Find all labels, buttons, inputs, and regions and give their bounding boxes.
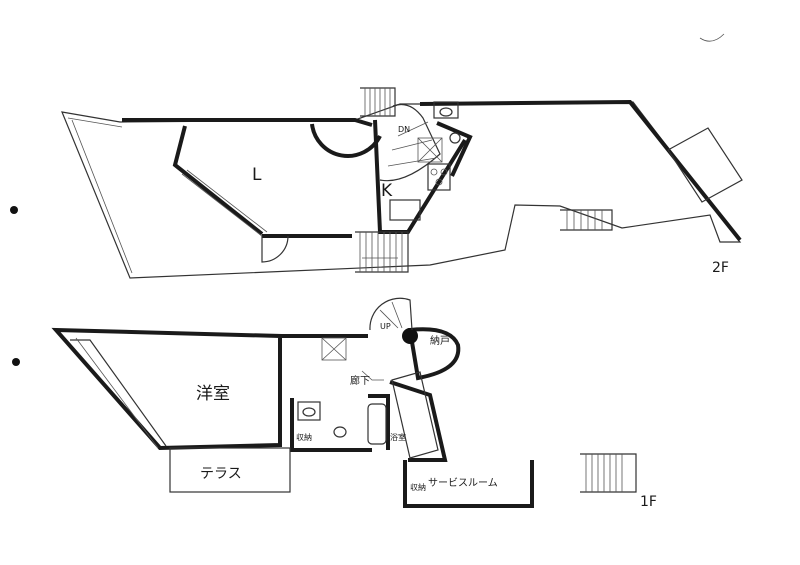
floor-1f: 洋室 廊下 納戸 収納 浴室 サービスルーム 収納 テラス UP 1F <box>51 297 657 510</box>
toilet-2f <box>433 101 459 119</box>
shower-1f <box>321 337 347 361</box>
stair-treads-top <box>364 88 391 116</box>
bathtub-1f <box>367 403 387 445</box>
window-western <box>70 339 167 447</box>
room-label-kitchen: K <box>381 181 393 201</box>
room-label-terrace: テラス <box>200 466 242 482</box>
door-living <box>261 235 289 263</box>
wall-storage-closet <box>407 327 461 381</box>
room-label-storage-closet: 納戸 <box>430 334 450 347</box>
shower-2f <box>417 137 443 163</box>
column-1f <box>402 328 418 344</box>
room-label-storage-small: 収納 <box>296 432 312 442</box>
wall-bath-west <box>290 398 372 452</box>
window-west-inner <box>186 169 268 233</box>
wall-service-room <box>403 460 534 508</box>
balcony-outline-2f <box>61 101 742 279</box>
shower-x-1f <box>321 337 347 361</box>
burner-3 <box>435 178 443 186</box>
room-label-service-room: サービスルーム <box>428 477 498 489</box>
room-label-storage-service: 収納 <box>410 482 426 492</box>
shower-x-2f <box>417 137 443 163</box>
terrace-outline <box>169 447 291 493</box>
wall-east-2f <box>419 99 742 242</box>
wall-western-room <box>51 327 282 451</box>
kitchen-sink-2f <box>389 199 421 221</box>
stair-east-treads <box>566 210 603 230</box>
curved-stair-2f <box>379 103 441 182</box>
stair-top-2f <box>360 87 396 117</box>
stove-2f <box>427 163 451 191</box>
balcony-inner-line <box>67 117 133 274</box>
room-label-hallway: 廊下 <box>350 374 370 387</box>
spiral-stair-1f <box>369 297 413 331</box>
spiral-treads-1f <box>379 301 403 329</box>
toilet-bowl-1f <box>302 407 316 417</box>
burner-2 <box>440 168 448 176</box>
wall-top-living <box>122 118 373 127</box>
room-label-bathroom: 浴室 <box>390 432 406 442</box>
window-western-inner <box>75 337 159 449</box>
floor-label-2f: 2F <box>712 260 729 276</box>
balcony-box-east <box>667 127 743 203</box>
curved-stair-treads <box>387 121 437 167</box>
stair-label-up: UP <box>380 322 391 331</box>
wall-stair-1f <box>389 380 448 462</box>
wall-wc-2f <box>436 121 473 177</box>
door-hall <box>361 370 384 381</box>
binder-hole-bottom <box>12 358 20 366</box>
stair-bottom-2f <box>355 231 409 273</box>
scan-mark <box>699 33 725 42</box>
window-west <box>181 173 263 237</box>
stair-east-1f-treads <box>585 454 623 492</box>
wall-living-west <box>172 125 264 236</box>
room-label-western: 洋室 <box>196 384 230 404</box>
toilet-1f <box>297 401 321 421</box>
room-label-living: L <box>252 165 262 185</box>
sink-2f <box>449 132 461 144</box>
curved-wall-2f <box>310 123 382 158</box>
wall-bath-east <box>368 394 390 450</box>
diagonal-stair-1f <box>391 371 439 459</box>
binder-hole-top <box>10 206 18 214</box>
stair-east-2f <box>560 209 613 231</box>
floor-2f: L K DN 2F <box>61 87 743 279</box>
stair-east-1f <box>580 453 637 493</box>
stair-label-down: DN <box>398 125 410 134</box>
burner-1 <box>430 168 438 176</box>
stair-treads-bottom <box>359 232 403 272</box>
sink-1f <box>333 426 347 438</box>
floor-label-1f: 1F <box>640 494 657 510</box>
toilet-bowl-2f <box>439 107 453 117</box>
